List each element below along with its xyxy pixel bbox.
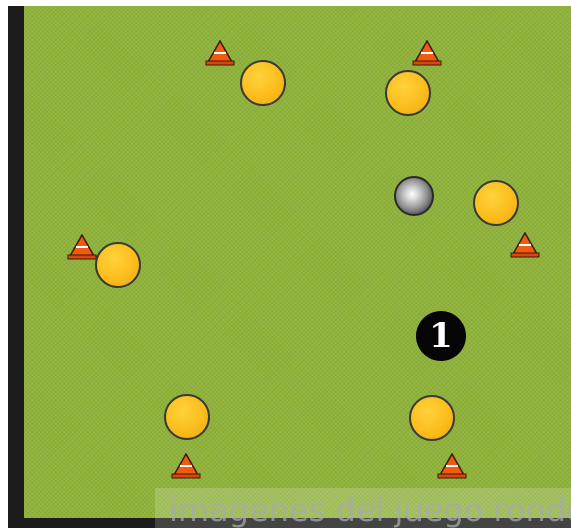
training-cone-icon <box>205 40 235 66</box>
training-cone-icon <box>510 232 540 258</box>
training-cone-icon <box>412 40 442 66</box>
soccer-ball-icon <box>394 176 434 216</box>
left-frame-border <box>8 6 24 526</box>
player-circle-icon <box>164 394 210 440</box>
training-cone-icon <box>171 453 201 479</box>
player-circle-icon <box>385 70 431 116</box>
player-circle-icon <box>409 395 455 441</box>
training-cone-icon <box>67 234 97 260</box>
player-circle-icon <box>240 60 286 106</box>
player-number-marker: 1 <box>416 311 466 361</box>
training-cone-icon <box>437 453 467 479</box>
watermark-caption: imagenes del juego rondo <box>155 488 571 532</box>
player-circle-icon <box>95 242 141 288</box>
player-circle-icon <box>473 180 519 226</box>
training-pitch: 1 <box>22 6 571 518</box>
